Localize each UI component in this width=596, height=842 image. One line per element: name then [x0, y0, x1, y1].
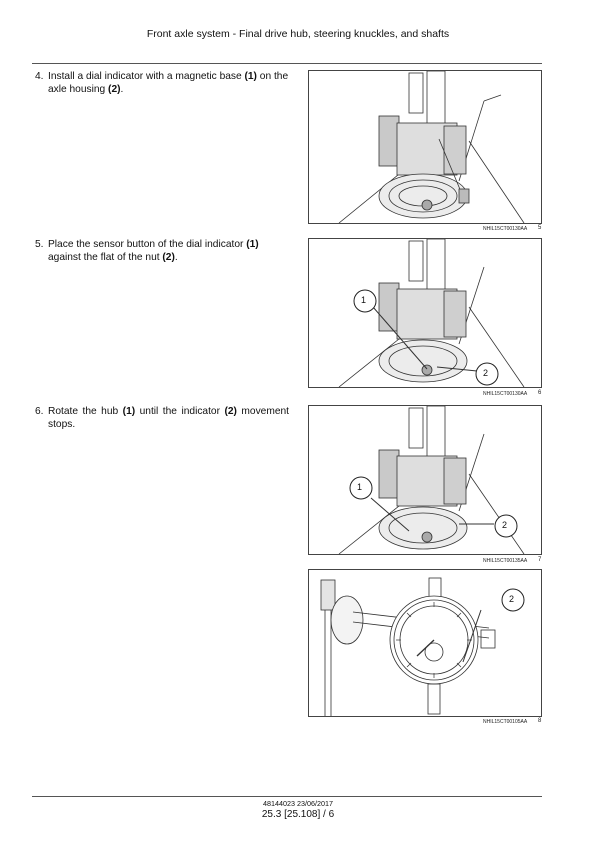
- footer-page-number: 25.3 [25.108] / 6: [261, 809, 335, 820]
- figure-6-code: NHIL15CT00130AA: [483, 391, 528, 397]
- callout-2: 2: [502, 520, 508, 530]
- step-number: 5.: [35, 239, 44, 250]
- callout-2: 2: [509, 594, 515, 604]
- step-number: 4.: [35, 71, 44, 82]
- figure-5-number: 5: [538, 225, 542, 231]
- callout-1: 1: [361, 295, 367, 305]
- figure-7-number: 7: [538, 557, 542, 563]
- callout-2: 2: [483, 368, 489, 378]
- axle-hub-drawing: [338, 406, 525, 554]
- axle-hub-drawing: [338, 71, 525, 223]
- axle-hub-drawing: [338, 239, 525, 387]
- step-number: 6.: [35, 406, 44, 417]
- step-text: Place the sensor button of the dial indi…: [48, 239, 259, 264]
- step-text: Rotate the hub (1) until the indicator (…: [48, 406, 289, 431]
- figure-7-code: NHIL15CT00135AA: [483, 558, 528, 564]
- figure-8-code: NHIL15CT00105AA: [483, 719, 528, 725]
- figure-7-hub-illustration: 1 2: [308, 405, 542, 555]
- page-header-title: Front axle system - Final drive hub, ste…: [146, 28, 450, 40]
- dial-indicator-drawing: [320, 577, 525, 716]
- figure-6-hub-illustration: 1 2: [308, 238, 542, 388]
- header-divider: [32, 63, 542, 64]
- callout-1: 1: [357, 482, 363, 492]
- figure-8-dial-indicator: 2: [308, 569, 542, 717]
- figure-5-code: NHIL15CT00130AA: [483, 226, 528, 232]
- figure-6-number: 6: [538, 390, 542, 396]
- footer-document-id: 48144023 23/06/2017: [263, 799, 333, 808]
- figure-8-number: 8: [538, 718, 542, 724]
- figure-5-hub-illustration: [308, 70, 542, 224]
- step-text: Install a dial indicator with a magnetic…: [48, 71, 289, 96]
- footer-divider: [32, 796, 542, 797]
